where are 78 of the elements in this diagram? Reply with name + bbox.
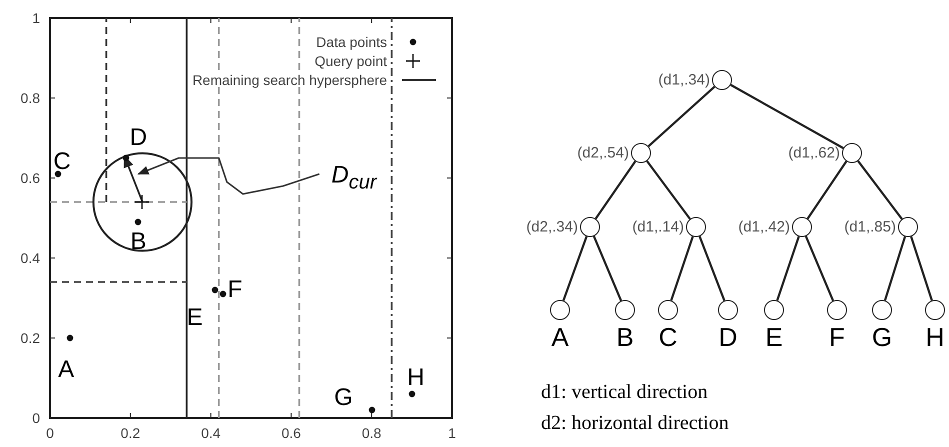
tree-edge xyxy=(648,86,716,148)
tree-node-circle xyxy=(686,217,706,237)
leaf-label: D xyxy=(718,324,738,350)
tick-label: 0.6 xyxy=(20,171,40,185)
tree-node-circle xyxy=(658,300,678,320)
tick-label: 0.2 xyxy=(20,331,40,345)
point xyxy=(212,286,218,294)
split-label: (d1,.42) xyxy=(738,220,790,234)
split-label: (d1,.85) xyxy=(844,220,896,234)
tick-label: 0.2 xyxy=(120,426,140,440)
point xyxy=(135,218,142,226)
leaf-label: G xyxy=(872,324,892,350)
tick-label: 1 xyxy=(448,426,456,440)
leaf-label: H xyxy=(926,324,944,350)
tree-node-circle xyxy=(718,300,738,320)
leaf-label: E xyxy=(765,324,783,350)
legend-text: Query point xyxy=(314,54,387,68)
point-label: B xyxy=(130,230,146,254)
point xyxy=(408,390,415,398)
tree-node-circle xyxy=(550,300,570,320)
point xyxy=(368,406,375,414)
tree-edge xyxy=(804,236,834,302)
tree-edge xyxy=(730,84,844,150)
tree-edge xyxy=(776,236,800,301)
point-label: F xyxy=(228,278,242,302)
tree-node-circle xyxy=(712,70,732,90)
tree-node-circle xyxy=(872,300,892,320)
tree-edge xyxy=(698,236,726,302)
tree-edge xyxy=(594,160,636,220)
tick-label: 0.4 xyxy=(20,251,40,265)
tree-edge xyxy=(670,236,694,301)
tree-node-circle xyxy=(898,217,918,237)
tree-edge xyxy=(592,236,622,302)
tree-node-circle xyxy=(827,300,847,320)
distance-label: D$_{cur}$ xyxy=(331,164,377,192)
point-label: D xyxy=(130,126,148,150)
leaf-label: B xyxy=(616,324,634,350)
point xyxy=(54,170,62,178)
note-text: d2: horizontal direction xyxy=(541,413,729,433)
tree-edge xyxy=(884,236,906,301)
tick-label: 0 xyxy=(32,411,40,425)
leaf-label: F xyxy=(829,324,845,350)
tree-node-circle xyxy=(925,300,945,320)
note-text: d1: vertical direction xyxy=(541,382,708,402)
legend-text: Remaining search hypersphere xyxy=(192,73,387,87)
tree-edge xyxy=(562,236,588,301)
point-label: G xyxy=(334,386,353,410)
tree-node-circle xyxy=(615,300,635,320)
split-label: (d1,.14) xyxy=(632,220,684,234)
point xyxy=(123,154,130,162)
point-label: A xyxy=(58,358,74,382)
point-label: H xyxy=(407,366,424,390)
tree-edge xyxy=(646,160,691,220)
tick-label: 0.8 xyxy=(20,91,40,105)
leaf-label: C xyxy=(658,324,678,350)
split-label: (d1,.62) xyxy=(788,146,840,160)
point-label: C xyxy=(53,150,71,174)
tree-node-circle xyxy=(631,143,651,163)
tree-edge xyxy=(910,236,933,301)
tree-edge xyxy=(806,160,848,220)
point xyxy=(66,334,74,342)
tree-node-circle xyxy=(580,217,600,237)
legend-text: Data points xyxy=(316,35,387,49)
tick-label: 0.4 xyxy=(201,426,221,440)
tree-node-circle xyxy=(764,300,784,320)
tree-node-circle xyxy=(842,143,862,163)
split-label: (d2,.34) xyxy=(526,220,578,234)
tick-label: 1 xyxy=(32,11,40,25)
tick-label: 0 xyxy=(46,426,54,440)
split-label: (d2,.54) xyxy=(577,146,629,160)
split-label: (d1,.34) xyxy=(658,72,710,88)
tree-edge xyxy=(857,160,903,220)
tree-node-circle xyxy=(792,217,812,237)
point xyxy=(220,290,226,298)
tick-label: 0.8 xyxy=(362,426,382,440)
tick-label: 0.6 xyxy=(281,426,301,440)
leaf-label: A xyxy=(551,324,569,350)
point-label: E xyxy=(186,306,203,330)
